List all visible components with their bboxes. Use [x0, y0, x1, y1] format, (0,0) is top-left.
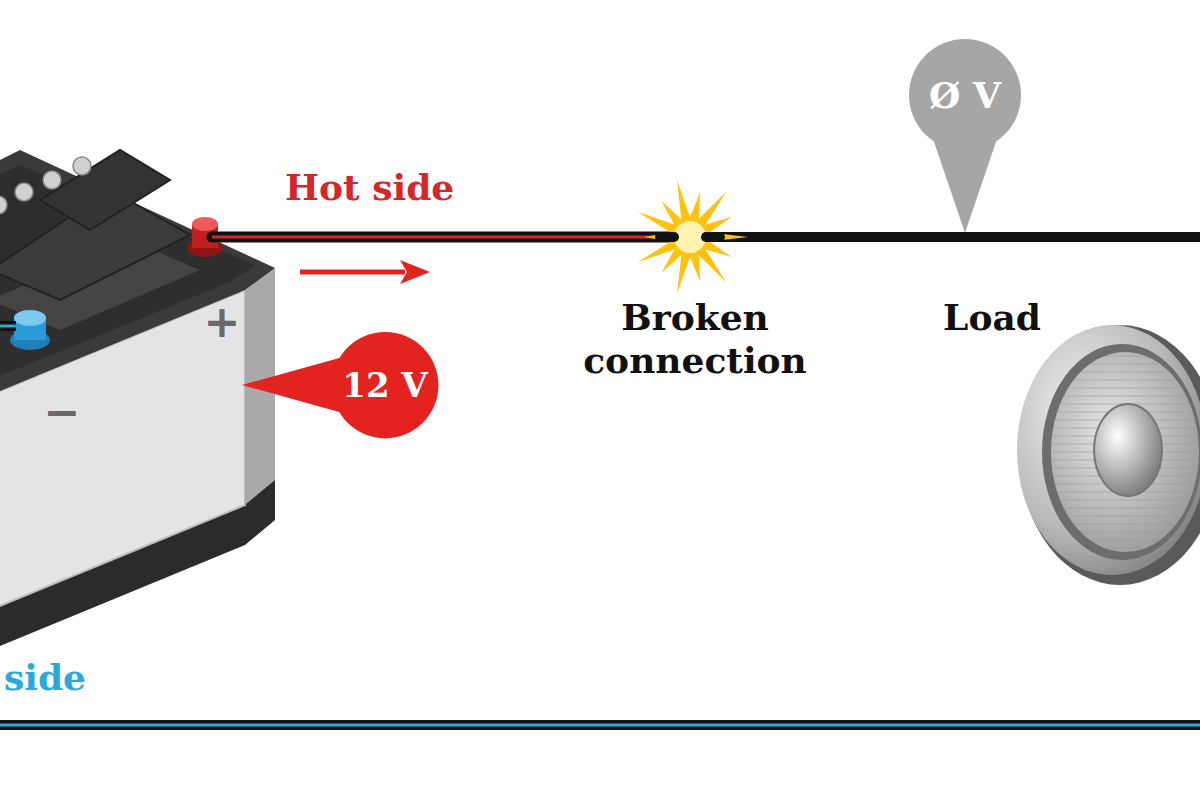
terminal-sign: + [204, 296, 241, 349]
fault-label: Broken connection [545, 296, 845, 382]
wire-end [706, 232, 720, 242]
wire-label: side [4, 656, 86, 699]
load-wire [712, 232, 1200, 242]
current-arrow [300, 260, 430, 284]
hot-wire [212, 237, 672, 238]
voltage-pin: Ø V [909, 39, 1021, 151]
wire-end [660, 232, 674, 242]
callout-circle [332, 332, 438, 438]
voltage-value: Ø V [929, 74, 1001, 116]
speaker [1017, 325, 1200, 585]
ground-wire [0, 725, 1200, 726]
spark-burst [638, 180, 748, 293]
callout-circle [909, 39, 1021, 151]
battery [0, 150, 275, 650]
wire-label: Hot side [285, 166, 454, 209]
spark-symbol [638, 180, 748, 293]
terminal-sign: − [44, 386, 81, 439]
voltage-value: 12 V [342, 365, 428, 405]
voltage-callout: 12 V [332, 332, 438, 438]
load-label: Load [943, 296, 1041, 339]
